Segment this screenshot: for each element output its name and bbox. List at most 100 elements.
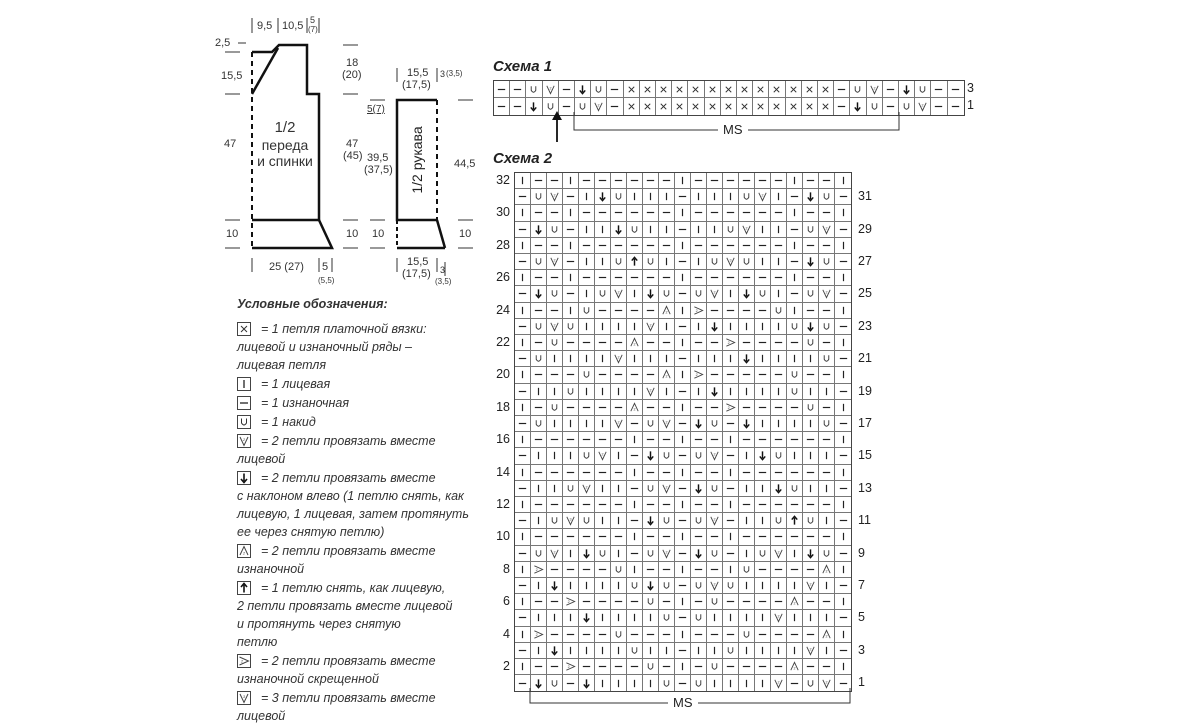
stitch-cell [675,237,691,254]
yarn-over-icon [551,517,558,524]
yarn-over-icon [807,680,814,687]
garter-stitch-icon [709,85,716,93]
stitch-cell [787,561,803,578]
stitch-cell: 2 [595,448,611,465]
stitch-cell [787,302,803,319]
stitch-cell [691,480,707,497]
body-label-line2: переда [261,137,309,153]
purl-symbol-icon [774,406,783,408]
knit-symbol-icon [585,581,588,590]
purl-symbol-icon [534,212,543,214]
purl-symbol-icon [518,390,527,392]
stitch-cell [721,98,737,115]
purl-symbol-icon [678,617,687,619]
purl-symbol-icon [662,503,671,506]
yarn-over-icon [871,103,877,110]
purl-symbol-icon [614,374,623,376]
stitch-cell [835,222,851,238]
purl-symbol-icon [678,487,687,489]
yarn-over-icon [615,630,622,638]
stitch-cell [739,578,755,595]
stitch-cell [643,351,659,368]
stitch-cell [819,335,835,352]
purl-symbol-icon [710,568,719,570]
scheme1-title: Схема 1 [493,58,553,75]
stitch-cell: 2 [739,221,755,238]
purl-symbol-icon [614,309,623,311]
stitch-cell [579,173,595,190]
yarn-over-icon [743,258,750,265]
p2tog-icon: 2 [790,596,799,606]
purl-symbol-icon [550,277,559,279]
stitch-cell [691,561,707,578]
stitch-cell [691,432,707,449]
purl-symbol-icon [646,503,655,506]
stitch-cell [707,497,723,514]
purl-symbol-icon [678,196,687,198]
knit-symbol-icon [665,193,668,201]
stitch-cell [515,351,531,368]
stitch-cell [755,513,771,530]
stitch-cell [510,81,527,98]
purl-symbol-icon [758,341,767,344]
k2tog-icon: 2 [662,484,671,494]
purl-symbol-icon [806,277,815,279]
stitch-cell [771,383,787,400]
svg-text:2: 2 [728,341,730,345]
stitch-cell [643,480,659,497]
k2tog-icon: 2 [774,679,783,689]
scheme2-row-number: 2 [503,659,510,673]
purl-symbol-icon [694,601,703,603]
stitch-cell: 2 [531,626,547,643]
stitch-cell [659,189,675,206]
stitch-cell [835,303,851,319]
stitch-cell [819,545,835,562]
knit-symbol-icon [601,257,604,266]
knit-symbol-icon [761,225,764,233]
stitch-cell [547,529,563,546]
stitch-cell [819,416,835,433]
stitch-cell [835,448,851,465]
stitch-cell [595,383,611,400]
yarn-over-icon [551,225,558,233]
stitch-cell [707,399,723,416]
knit-symbol-icon [729,565,732,574]
scheme2-row-number: 22 [496,335,510,349]
p2tog-icon: 2 [662,369,671,379]
garter-stitch-icon [757,85,764,93]
ssk-arrow-icon [695,484,702,494]
stitch-cell [769,98,786,115]
stitch-cell [563,610,579,627]
stitch-cell [691,270,707,287]
stitch-cell [787,545,803,562]
p2tog-icon: 2 [630,337,639,347]
stitch-cell [819,270,835,287]
stitch-cell [607,81,624,98]
legend-text: = 1 накид [261,415,316,429]
purl-symbol-icon [952,105,960,108]
stitch-cell [547,626,563,643]
purl-symbol-icon [534,374,543,376]
knit-symbol-icon [569,419,572,428]
purl-symbol-icon [710,503,719,506]
knit-symbol-icon [681,371,684,379]
purl-symbol-icon [566,503,575,506]
purl-symbol-icon [518,649,527,651]
stitch-cell [531,383,547,400]
k2tog-icon: 2 [758,192,767,202]
purl-symbol-icon [710,471,719,473]
stitch-cell [819,659,835,676]
yarn-over-icon [615,193,622,200]
purl-symbol-icon [518,196,527,198]
stitch-cell [771,367,787,384]
purl-symbol-icon [822,277,831,279]
stitch-cell [707,529,723,546]
stitch-cell [707,642,723,659]
purl-symbol-icon [758,212,767,214]
purl-symbol-icon [662,212,671,214]
k2tog-icon: 2 [550,322,559,332]
stitch-cell [531,270,547,287]
stitch-cell [595,189,611,206]
purl-symbol-icon [646,536,655,538]
